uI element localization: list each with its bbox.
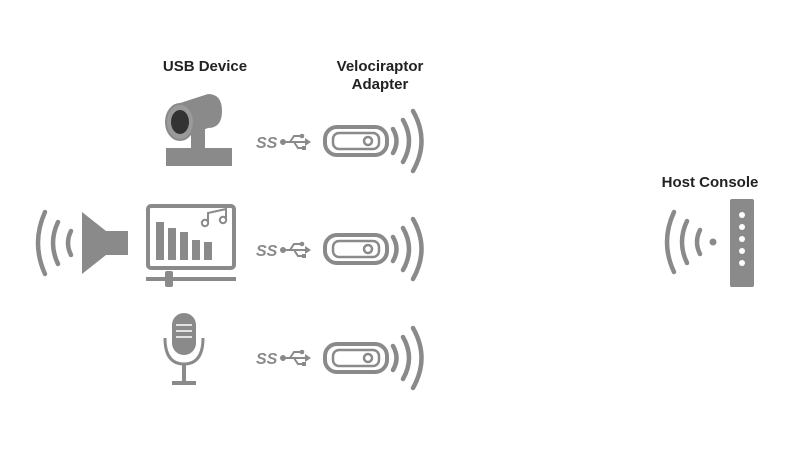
host-console-waves-icon	[664, 209, 703, 275]
speaker-icon	[82, 212, 128, 274]
wireless-waves-icon-3	[393, 328, 422, 388]
microphone-icon	[163, 313, 205, 385]
host-console-label: Host Console	[661, 174, 759, 191]
music-note-icon	[200, 207, 228, 228]
wireless-waves-icon-2	[393, 219, 422, 279]
usb-symbol-3: SS	[256, 348, 312, 368]
webcam-icon	[165, 94, 232, 166]
adapter-label-line2: Adapter	[351, 76, 409, 93]
adapter-icon-2	[323, 233, 389, 265]
slider-knob	[165, 271, 173, 287]
adapter-label-line1: Velociraptor	[336, 58, 424, 75]
wireless-waves-icon-1	[393, 111, 422, 171]
adapter-icon-1	[323, 125, 389, 157]
usb-ss-text-1: SS	[256, 135, 278, 152]
usb-ss-text-3: SS	[256, 351, 278, 368]
usb-symbol-2: SS	[256, 240, 312, 260]
adapter-icon-3	[323, 342, 389, 374]
usb-ss-text-2: SS	[256, 243, 278, 260]
usb-device-label: USB Device	[162, 58, 248, 75]
velociraptor-adapter-label: Velociraptor Adapter	[310, 58, 450, 94]
speaker-waves-icon	[35, 209, 74, 277]
host-console-icon	[730, 199, 754, 287]
audio-mixer-icon	[146, 204, 236, 287]
host-signal-dot	[709, 238, 717, 246]
usb-symbol-1: SS	[256, 132, 312, 152]
